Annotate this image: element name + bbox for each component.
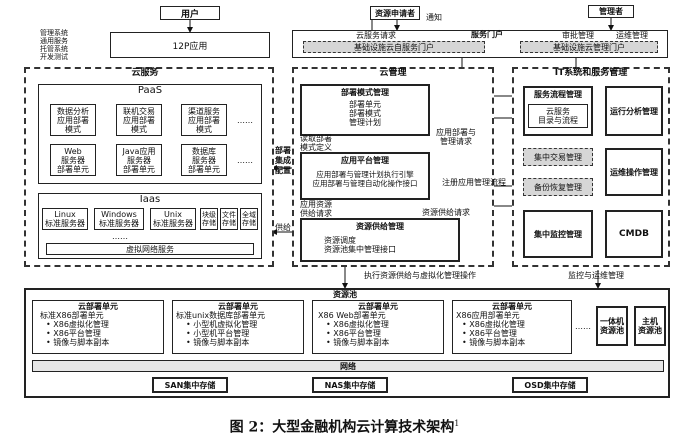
pool-unit-3-sub: X86 Web部署单元 [318, 311, 386, 320]
resource-supply-title: 资源供给管理 [356, 222, 404, 231]
notify-label: 通知 [426, 13, 442, 22]
iaas-item-file: 文件 存储 [220, 208, 238, 230]
san-storage: SAN集中存储 [152, 377, 228, 393]
network-bar: 网络 [32, 360, 664, 372]
pool-unit-4-sub: X86应用部署单元 [456, 311, 520, 320]
supply-label: 供给 [275, 223, 291, 232]
resource-req-label: 资源供给请求 [422, 208, 470, 217]
approval-mgmt-label: 审批管理 [562, 31, 594, 40]
paas-item-web: Web 服务器 部署单元 [50, 144, 96, 176]
ops-mgmt-label: 运维管理 [616, 31, 648, 40]
osd-storage: OSD集中存储 [512, 377, 588, 393]
paas-item-java: Java应用 服务器 部署单元 [116, 144, 162, 176]
iaas-item-windows: Windows 标准服务器 [94, 208, 144, 230]
figure-caption: 图 2：大型金融机构云计算技术架构1 [0, 416, 689, 436]
pool-unit-4 [452, 300, 572, 354]
virtual-network-service: 虚拟网络服务 [46, 243, 254, 255]
iaas-item-unix: Unix 标准服务器 [150, 208, 196, 230]
paas-item-data-analysis: 数据分析 应用部署 模式 [50, 104, 96, 136]
deploy-model-title: 部署模式管理 [341, 88, 389, 97]
service-portal-title: 服务门户 [471, 30, 503, 39]
monitor-box: 集中监控管理 [523, 210, 593, 258]
it-system-title: IT系统和服务管理 [554, 68, 628, 78]
pool-unit-1-title: 云部署单元 [78, 302, 118, 311]
admin-box: 管理者 [588, 5, 634, 18]
paas-item-online-trade: 联机交易 应用部署 模式 [116, 104, 162, 136]
paas-item-channel: 渠道服务 应用部署 模式 [181, 104, 227, 136]
resource-requester-box: 资源申请者 [370, 6, 420, 20]
cmdb-box: CMDB [605, 210, 663, 258]
app-platform-items: 应用部署与管理计划执行引擎 应用部署与管理自动化操作接口 [312, 170, 418, 188]
caption-text: 图 2：大型金融机构云计算技术架构 [229, 419, 455, 436]
iaas-item-global: 全域 存储 [240, 208, 258, 230]
iaas-item-linux: Linux 标准服务器 [42, 208, 88, 230]
pool-unit-1 [32, 300, 164, 354]
iaas-item-block: 块级 存储 [200, 208, 218, 230]
pool-unit-2 [172, 300, 304, 354]
resource-pool-title: 资源池 [333, 290, 357, 299]
pool-unit-2-items: • 小型机虚拟化管理 • 小型机平台管理 • 镜像与脚本副本 [186, 320, 258, 347]
nas-storage: NAS集中存储 [312, 377, 388, 393]
apps-list: 管理系统 通用服务 托管系统 开发测试 [40, 29, 68, 61]
app-platform-title: 应用平台管理 [341, 156, 389, 165]
pool-dots: …… [575, 322, 591, 331]
app-platform-box [300, 152, 430, 200]
p12-app-box: 12P应用 [110, 32, 270, 58]
paas-title: PaaS [137, 85, 163, 96]
cloud-service-title: 云服务 [131, 68, 159, 78]
caption-sup: 1 [454, 419, 460, 428]
deploy-model-box [300, 84, 430, 136]
paas-dots-2: …… [237, 156, 253, 165]
pool-unit-3 [312, 300, 444, 354]
register-flow-label: 注册应用管理流程 [442, 178, 506, 187]
ops-ops-box: 运维操作管理 [605, 148, 663, 196]
pool-unit-1-items: • X86虚拟化管理 • X86平台管理 • 镜像与脚本副本 [46, 320, 110, 347]
pool-unit-3-title: 云部署单元 [358, 302, 398, 311]
pool-unit-4-title: 云部署单元 [492, 302, 532, 311]
run-analysis-box: 运行分析管理 [605, 86, 663, 136]
user-box: 用户 [160, 6, 220, 20]
mainframe-pool: 主机 资源池 [634, 306, 666, 346]
backup-box: 备份恢复管理 [523, 178, 593, 196]
allinone-pool: 一体机 资源池 [596, 306, 628, 346]
app-deploy-req-label: 应用部署与 管理请求 [436, 128, 476, 146]
deploy-integrate-label: 部署 集成 配置 [275, 146, 291, 175]
resource-supply-box [300, 218, 460, 262]
monitor-ops-label: 监控与运维管理 [568, 271, 624, 280]
app-resource-req-label: 应用资源 供给请求 [300, 200, 332, 218]
exec-supply-label: 执行资源供给与虚拟化管理操作 [364, 271, 476, 280]
pool-unit-1-sub: 标准X86部署单元 [40, 311, 104, 320]
pool-unit-2-sub: 标准unix数据库部署单元 [176, 311, 266, 320]
flow-mgmt-sub: 云服务 目录与流程 [528, 104, 588, 128]
read-deploy-label: 读取部署 模式定义 [300, 134, 332, 152]
infra-self-portal[interactable]: 基础设施云自服务门户 [303, 41, 485, 53]
pool-unit-4-items: • X86虚拟化管理 • X86平台管理 • 镜像与脚本副本 [462, 320, 526, 347]
resource-supply-items: 资源调度 资源池集中管理接口 [324, 236, 396, 254]
infra-admin-portal[interactable]: 基础设施云管理门户 [520, 41, 658, 53]
deploy-model-items: 部署单元 部署模式 管理计划 [349, 100, 381, 127]
paas-dots-1: …… [237, 116, 253, 125]
pool-unit-3-items: • X86虚拟化管理 • X86平台管理 • 镜像与脚本副本 [326, 320, 390, 347]
cloud-mgmt-title: 云管理 [379, 68, 407, 78]
cloud-service-request-label: 云服务请求 [356, 31, 396, 40]
iaas-dots: …… [112, 232, 128, 241]
flow-mgmt-title: 服务流程管理 [534, 90, 582, 99]
pool-unit-2-title: 云部署单元 [218, 302, 258, 311]
concentrate-swap-box: 集中交易管理 [523, 148, 593, 166]
iaas-title: Iaas [139, 194, 161, 205]
paas-item-db: 数据库 服务器 部署单元 [181, 144, 227, 176]
